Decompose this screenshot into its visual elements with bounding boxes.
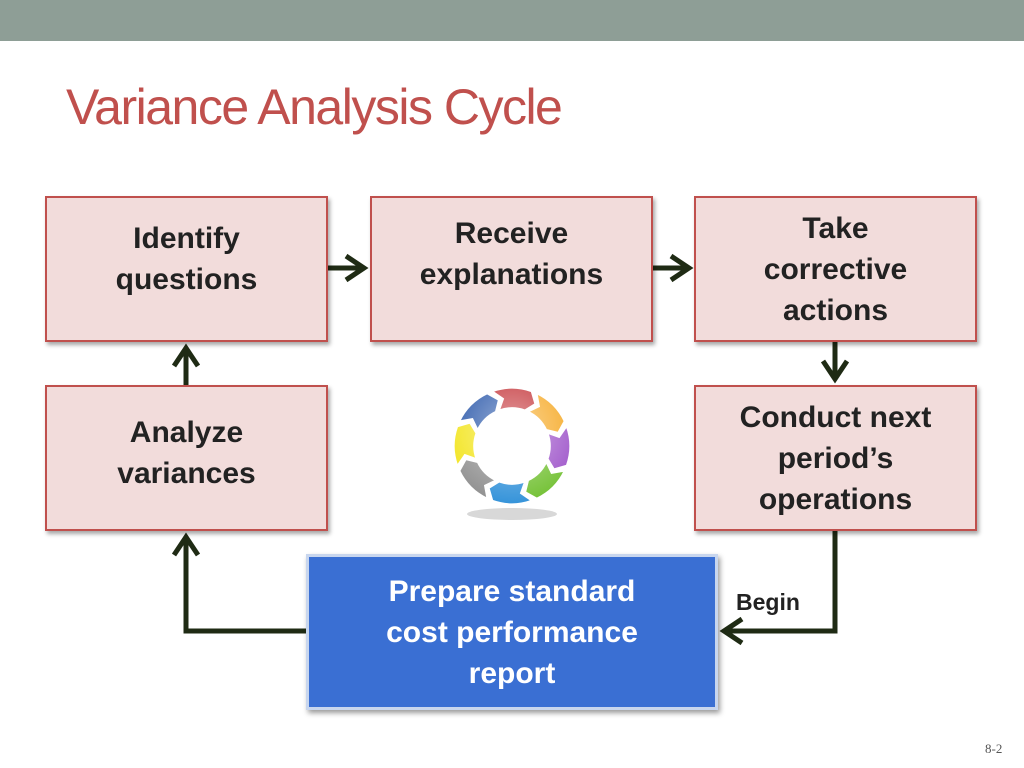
step-identify-questions: Identify questions [45, 196, 328, 342]
step-receive-explanations: Receive explanations [370, 196, 653, 342]
slide-title: Variance Analysis Cycle [66, 79, 563, 135]
arrow-prepare-to-analyze [171, 532, 306, 634]
arrow-receive-to-take [653, 253, 694, 283]
arrow-identify-to-receive [328, 253, 369, 283]
step-analyze-variances: Analyze variances [45, 385, 328, 531]
step-prepare-cost-performance-report: Prepare standard cost performance report [306, 554, 718, 710]
cycle-highlight [454, 388, 570, 504]
top-band [0, 0, 1024, 41]
arrow-take-to-conduct [820, 342, 850, 384]
begin-label: Begin [736, 589, 800, 615]
arrow-conduct-to-prepare [719, 531, 838, 646]
page-number: 8-2 [985, 741, 1003, 756]
step-conduct-next-period-operations: Conduct next period’s operations [694, 385, 977, 531]
step-take-corrective-actions: Take corrective actions [694, 196, 977, 342]
cycle-arrows-icon [453, 387, 571, 520]
arrow-analyze-to-identify [171, 343, 201, 385]
